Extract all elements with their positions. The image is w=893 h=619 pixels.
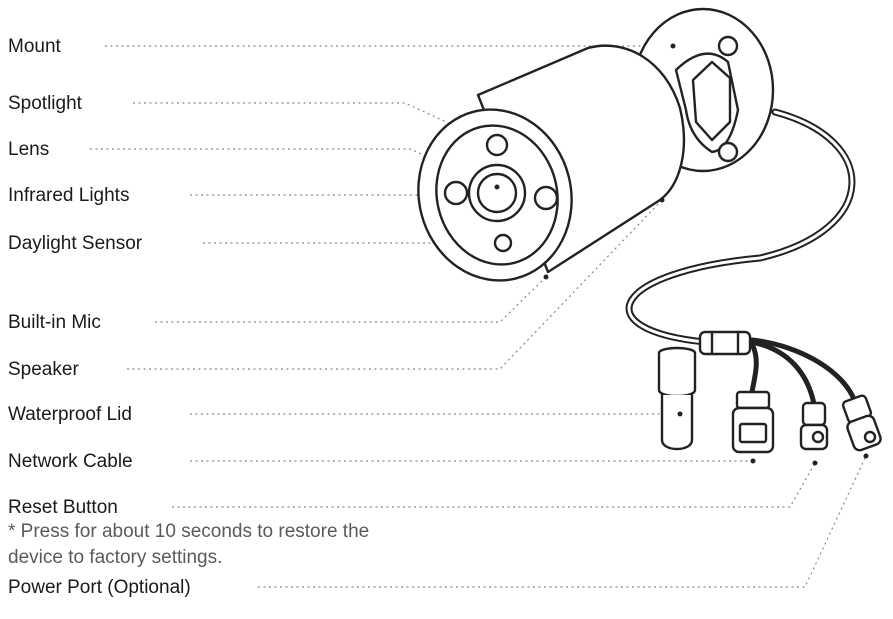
label-power-port: Power Port (Optional) (8, 577, 191, 598)
leader-power (258, 455, 867, 588)
branch-reset (749, 339, 817, 407)
power-connector (841, 394, 882, 459)
leader-reset (172, 462, 816, 508)
label-reset-button: Reset Button (8, 497, 118, 518)
label-built-in-mic: Built-in Mic (8, 312, 101, 333)
label-network-cable: Network Cable (8, 451, 133, 472)
label-mount: Mount (8, 36, 61, 57)
branch-power (749, 337, 858, 405)
label-infrared-lights: Infrared Lights (8, 185, 130, 206)
leader-lens (90, 148, 498, 188)
ir-right (533, 185, 559, 211)
leader-mic (155, 276, 547, 323)
label-daylight-sensor: Daylight Sensor (8, 233, 143, 254)
reset-connector (799, 401, 829, 466)
label-speaker: Speaker (8, 359, 79, 380)
label-spotlight: Spotlight (8, 93, 82, 114)
reset-note-line2: device to factory settings. (8, 547, 223, 568)
branch-network (749, 341, 759, 395)
daylight-sensor (493, 233, 513, 253)
cable-hub (698, 330, 752, 356)
leader-speaker (127, 199, 663, 370)
spotlight-led (485, 133, 509, 157)
label-waterproof-lid: Waterproof Lid (8, 404, 132, 425)
network-plug (731, 390, 775, 464)
camera-body (417, 44, 686, 282)
reset-note-line1: * Press for about 10 seconds to restore … (8, 521, 370, 542)
label-lens: Lens (8, 139, 50, 160)
waterproof-lid (657, 346, 697, 451)
lens-inner (476, 172, 518, 214)
ir-left (443, 180, 469, 206)
